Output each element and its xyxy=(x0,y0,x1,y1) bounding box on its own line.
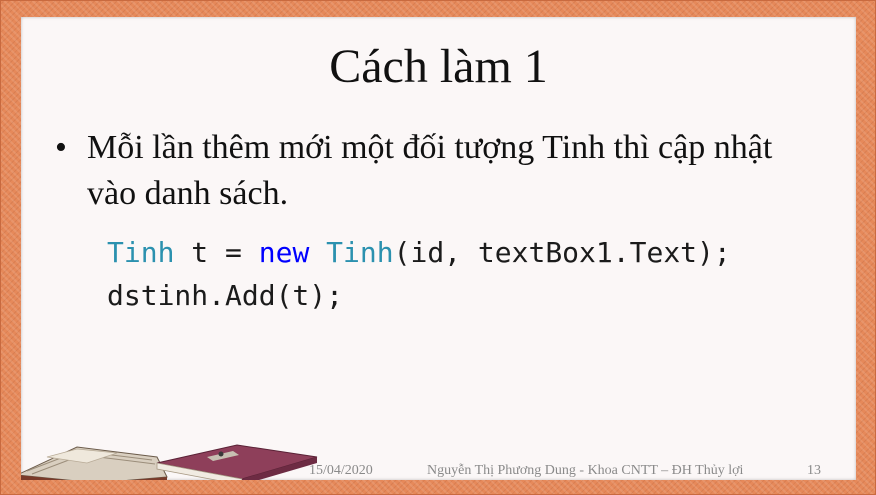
code-text-token: (id, textBox1.Text); xyxy=(393,236,731,269)
code-type-token: Tinh xyxy=(107,236,175,269)
slide-title: Cách làm 1 xyxy=(329,40,548,93)
code-text-token: t = xyxy=(174,236,259,269)
code-line-1: Tinh t = new Tinh(id, textBox1.Text); xyxy=(107,231,731,274)
footer-author: Nguyễn Thị Phương Dung - Khoa CNTT – ĐH … xyxy=(427,463,744,478)
code-block: Tinh t = new Tinh(id, textBox1.Text);dst… xyxy=(107,231,731,317)
slide: Cách làm 1 • Mỗi lần thêm mới một đối tư… xyxy=(21,17,856,480)
open-book-icon xyxy=(21,446,168,480)
bullet-symbol: • xyxy=(55,129,67,166)
closed-book-icon xyxy=(156,444,318,480)
footer-page-number: 13 xyxy=(807,463,821,478)
books-illustration xyxy=(21,444,318,480)
code-keyword-token: new xyxy=(258,236,310,269)
bullet-text: Mỗi lần thêm mới một đối tượng Tinh thì … xyxy=(87,129,773,212)
footer-date: 15/04/2020 xyxy=(309,463,373,478)
code-type-token: Tinh xyxy=(326,236,394,269)
code-line-2: dstinh.Add(t); xyxy=(107,279,344,312)
code-space-token xyxy=(309,236,326,269)
